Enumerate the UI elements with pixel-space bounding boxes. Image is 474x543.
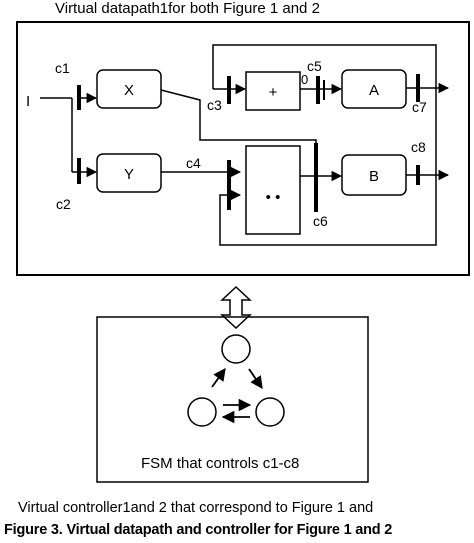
unit-mux	[245, 145, 301, 235]
datapath-frame	[16, 21, 470, 276]
controller-caption: Virtual controller1and 2 that correspond…	[18, 500, 374, 516]
unit-a	[341, 69, 407, 109]
unit-adder-label: +	[269, 84, 278, 101]
fsm-transition-left-top	[211, 367, 226, 388]
control-label-c6: c6	[313, 213, 328, 229]
unit-y	[96, 153, 162, 193]
fsm-caption: FSM that controls c1-c8	[141, 455, 300, 472]
controller-frame	[96, 316, 369, 483]
fsm-state-left	[187, 397, 217, 427]
control-label-c8: c8	[411, 139, 426, 155]
control-label-c2: c2	[56, 196, 71, 212]
unit-b-label: B	[369, 168, 379, 185]
fsm-state-top	[221, 334, 251, 364]
control-label-c5: c5	[307, 58, 322, 74]
unit-x	[96, 69, 162, 109]
adder-zero-label: 0	[301, 72, 308, 87]
datapath-title: Virtual datapath1for both Figure 1 and 2	[55, 0, 320, 17]
input-label: I	[26, 93, 30, 110]
unit-a-label: A	[369, 82, 379, 99]
unit-mux-label: • •	[266, 189, 281, 206]
link-double-arrow-icon	[220, 285, 252, 330]
unit-x-label: X	[124, 82, 134, 99]
control-label-c7: c7	[412, 99, 427, 115]
fsm-transition-top-right	[248, 368, 263, 390]
unit-y-label: Y	[124, 166, 134, 183]
figure-caption: Figure 3. Virtual datapath and controlle…	[4, 522, 393, 538]
control-label-c4: c4	[186, 155, 201, 171]
control-label-c3: c3	[207, 97, 222, 113]
control-label-c1: c1	[55, 60, 70, 76]
fsm-state-right	[255, 397, 285, 427]
